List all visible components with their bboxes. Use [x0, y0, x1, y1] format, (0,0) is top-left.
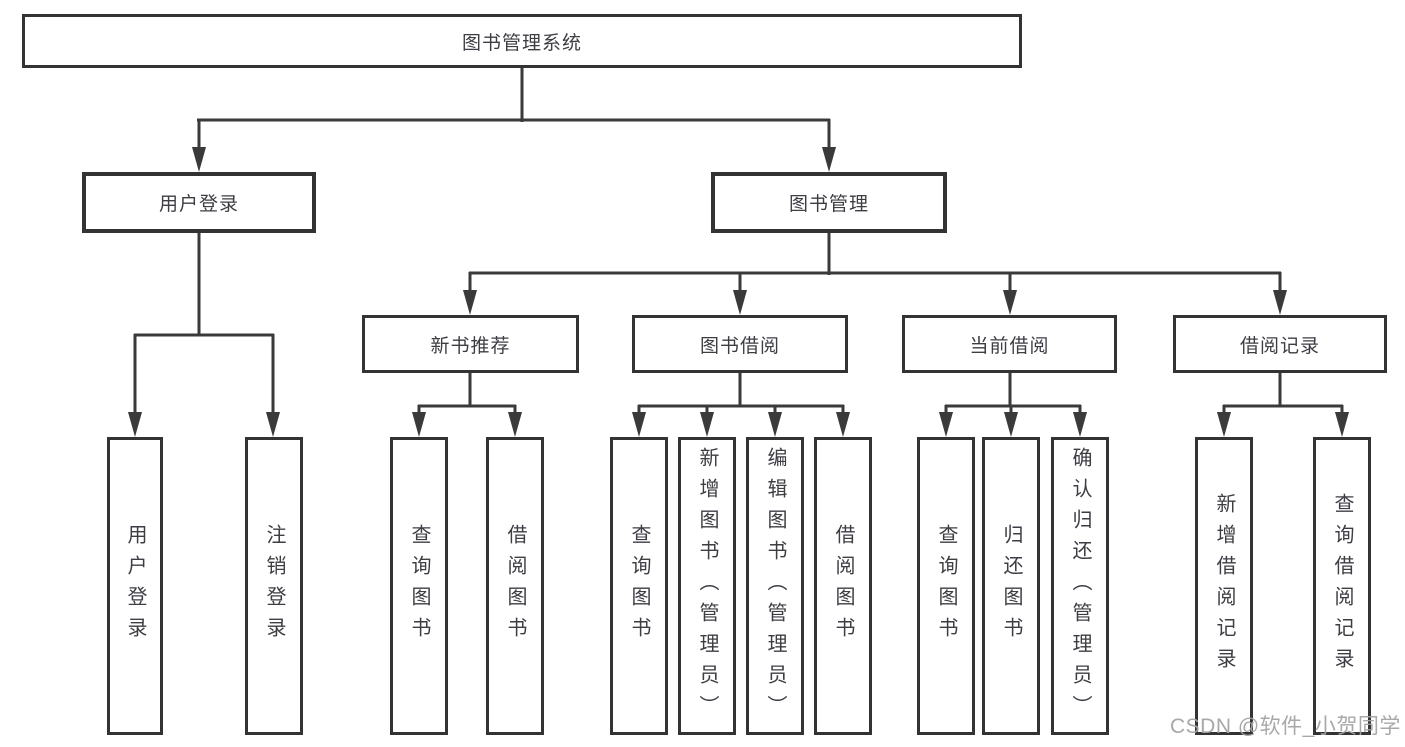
node-label: 图书借阅 [699, 335, 780, 357]
node-label: 借阅记录 [1239, 335, 1320, 357]
node-label: 查询图书 [628, 524, 650, 648]
node-label: 归还图书 [1000, 524, 1022, 648]
connector-book-management-fan [468, 231, 1282, 294]
node-label: 注销登录 [263, 524, 285, 648]
leaf-borrow-books-recommend: 借阅图书 [486, 437, 544, 735]
node-label: 用户登录 [158, 194, 239, 215]
node-label: 借阅图书 [504, 524, 526, 648]
leaf-add-borrow-record: 新增借阅记录 [1195, 437, 1253, 735]
node-label: 查询借阅记录 [1331, 493, 1353, 679]
leaf-query-borrow-record: 查询借阅记录 [1313, 437, 1371, 735]
node-label: 查询图书 [408, 524, 430, 648]
node-label: 图书管理 [788, 194, 869, 215]
node-label: 用户登录 [124, 524, 146, 648]
node-label: 确认归还（管理员） [1069, 446, 1091, 726]
node-new-book-recommendation: 新书推荐 [362, 315, 579, 373]
connector-root-to-level2 [197, 68, 831, 150]
leaf-borrow-books-borrowing: 借阅图书 [814, 437, 872, 735]
node-label: 借阅图书 [832, 524, 854, 648]
leaf-edit-book-admin: 编辑图书（管理员） [746, 437, 804, 735]
leaf-query-books-borrowing: 查询图书 [610, 437, 668, 735]
node-label: 图书管理系统 [461, 32, 582, 54]
connector-current-borrowing-fan [944, 371, 1082, 416]
node-label: 新增借阅记录 [1213, 493, 1235, 679]
node-label: 新增图书（管理员） [696, 446, 718, 726]
leaf-add-book-admin: 新增图书（管理员） [678, 437, 736, 735]
node-label: 查询图书 [935, 524, 957, 648]
node-book-borrowing: 图书借阅 [632, 315, 848, 373]
node-label: 新书推荐 [430, 335, 511, 357]
node-user-login: 用户登录 [82, 172, 316, 233]
leaf-logout: 注销登录 [245, 437, 303, 735]
leaf-user-login: 用户登录 [107, 437, 163, 735]
connector-borrowing-records-fan [1222, 371, 1344, 416]
node-library-management-system: 图书管理系统 [22, 14, 1022, 68]
connector-new-book-fan [417, 371, 517, 416]
leaf-return-books: 归还图书 [982, 437, 1040, 735]
csdn-watermark: CSDN @软件_小贺同学 [1170, 715, 1401, 738]
node-borrowing-records: 借阅记录 [1173, 315, 1387, 373]
node-current-borrowing: 当前借阅 [902, 315, 1117, 373]
node-label: 编辑图书（管理员） [764, 446, 786, 726]
leaf-query-books-recommend: 查询图书 [390, 437, 448, 735]
leaf-query-books-current: 查询图书 [917, 437, 975, 735]
connector-book-borrowing-fan [637, 371, 845, 416]
connector-user-login-fan [133, 231, 275, 416]
leaf-confirm-return-admin: 确认归还（管理员） [1051, 437, 1109, 735]
node-label: 当前借阅 [969, 335, 1050, 357]
node-book-management: 图书管理 [711, 172, 947, 233]
